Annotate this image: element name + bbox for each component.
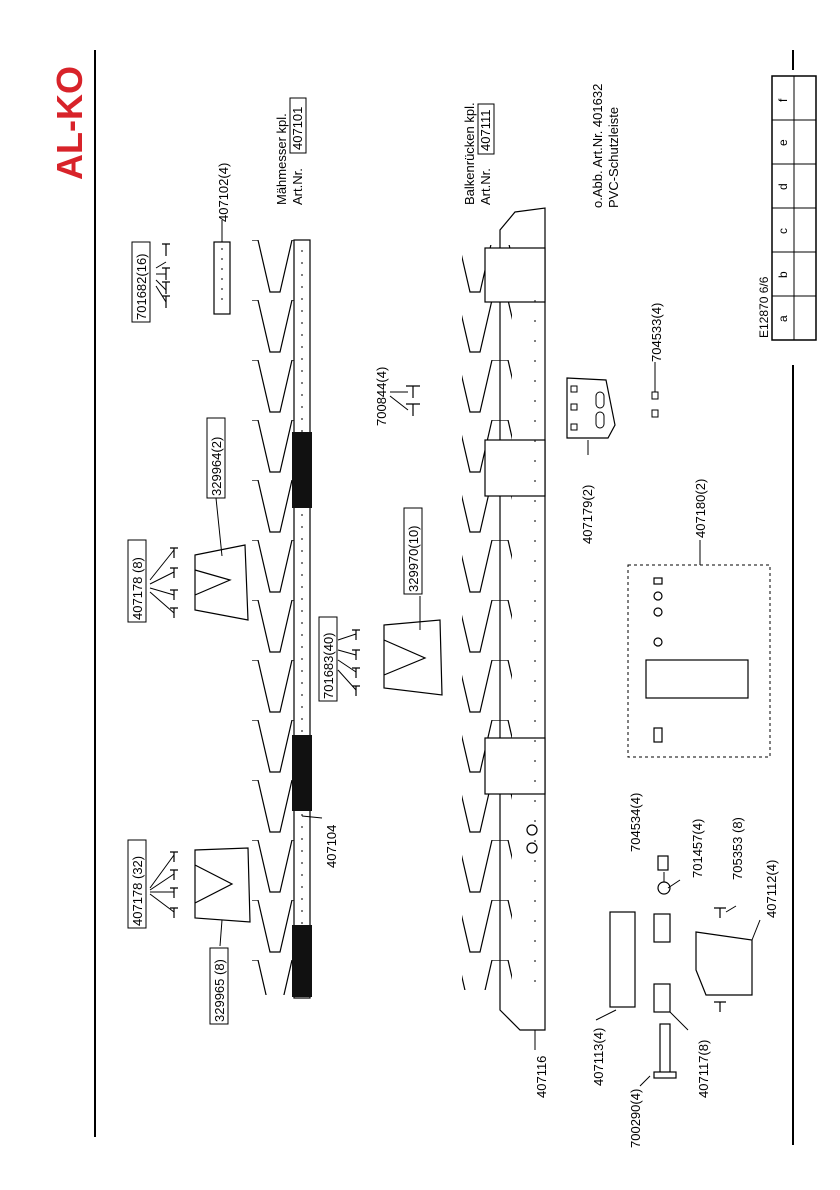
finger-bar-assembly (462, 207, 546, 1031)
knife-coupling-1 (292, 432, 312, 508)
box-701682 (131, 241, 151, 323)
revision-cell-f: f (776, 98, 790, 102)
part-705353-bolts (714, 907, 726, 1012)
part-407179-plate (566, 377, 616, 439)
label-407116: 407116 (534, 1056, 549, 1098)
part-701683-rivets (352, 629, 360, 696)
revision-cell-d: d (776, 183, 790, 190)
revision-table: a b c d e f (771, 75, 817, 341)
label-407178-8: 407178 (8) (130, 557, 145, 620)
maehmesser-artnr-prefix: Art.Nr. (290, 168, 305, 205)
alko-logo: AL-KO (49, 66, 90, 180)
label-407104: 407104 (324, 825, 339, 868)
box-329964 (206, 417, 226, 499)
finger-bar-nut-cluster (526, 824, 538, 854)
part-329970-blade (383, 619, 443, 696)
revision-cell-c: c (776, 228, 790, 234)
label-407117: 407117(8) (696, 1040, 711, 1098)
balken-artnr-prefix: Art.Nr. (478, 168, 493, 205)
knife-coupling-2 (292, 735, 312, 811)
note-line-1: o.Abb. Art.Nr. 401632 (590, 84, 605, 208)
label-407178-32: 407178 (32) (130, 856, 145, 926)
label-329965: 329965 (8) (212, 959, 227, 1022)
label-407112: 407112(4) (764, 860, 779, 918)
knife-bar-assembly (252, 239, 312, 999)
label-700290: 700290(4) (628, 1089, 643, 1148)
part-407178-rivets-lower (170, 851, 178, 918)
balken-artnr: 407111 (478, 110, 493, 151)
part-407178-rivets-upper (170, 547, 178, 618)
box-329970 (403, 507, 423, 595)
note-line-2: PVC-Schutzleiste (606, 107, 621, 208)
part-407117-clips (653, 913, 671, 1013)
label-407102: 407102(4) (216, 163, 231, 222)
part-704533-pins (651, 391, 659, 418)
label-329964: 329964(2) (209, 437, 224, 496)
label-407113: 407113(4) (591, 1028, 606, 1086)
label-700844: 700844(4) (374, 367, 389, 426)
revision-cell-a: a (776, 315, 790, 322)
box-407178-8 (127, 539, 147, 623)
boxed-labels (127, 241, 423, 1025)
box-329965 (209, 947, 229, 1025)
part-700844-bolts (406, 385, 420, 416)
revision-cell-b: b (776, 271, 790, 278)
leader-lines (149, 220, 761, 1087)
label-701682: 701682(16) (134, 254, 149, 321)
balken-artnr-box (477, 103, 495, 155)
finger-teeth (462, 245, 512, 990)
maehmesser-label: Mähmesser kpl. (274, 113, 289, 205)
part-407180-group (627, 564, 771, 758)
part-329964-blade (194, 544, 249, 621)
label-329970: 329970(10) (406, 526, 421, 593)
part-407113-bracket (609, 911, 636, 1008)
maehmesser-artnr: 407101 (290, 107, 305, 150)
drawing-reference: E12870 6/6 (757, 276, 771, 338)
finger-bar-guides (484, 247, 546, 795)
label-705353: 705353 (8) (730, 817, 745, 880)
revision-cell-e: e (776, 139, 790, 146)
part-700290-bolt (653, 1023, 677, 1079)
balken-label: Balkenrücken kpl. (462, 102, 477, 205)
label-407180: 407180(2) (693, 479, 708, 538)
label-704534: 704534(4) (628, 793, 643, 852)
box-701683 (318, 616, 338, 702)
label-407179: 407179(2) (580, 485, 595, 544)
part-407180-dashed-box (627, 564, 771, 758)
box-407178-32 (127, 839, 147, 929)
maehmesser-artnr-box (289, 97, 307, 154)
knife-back-bar (293, 239, 311, 999)
label-701683: 701683(40) (321, 633, 336, 700)
knife-coupling-3 (292, 925, 312, 997)
label-701457: 701457(4) (690, 819, 705, 878)
part-329965-blade (194, 847, 251, 923)
part-704534-701457-hardware (657, 855, 671, 895)
part-407112-handle (695, 931, 753, 996)
label-704533: 704533(4) (649, 303, 664, 362)
